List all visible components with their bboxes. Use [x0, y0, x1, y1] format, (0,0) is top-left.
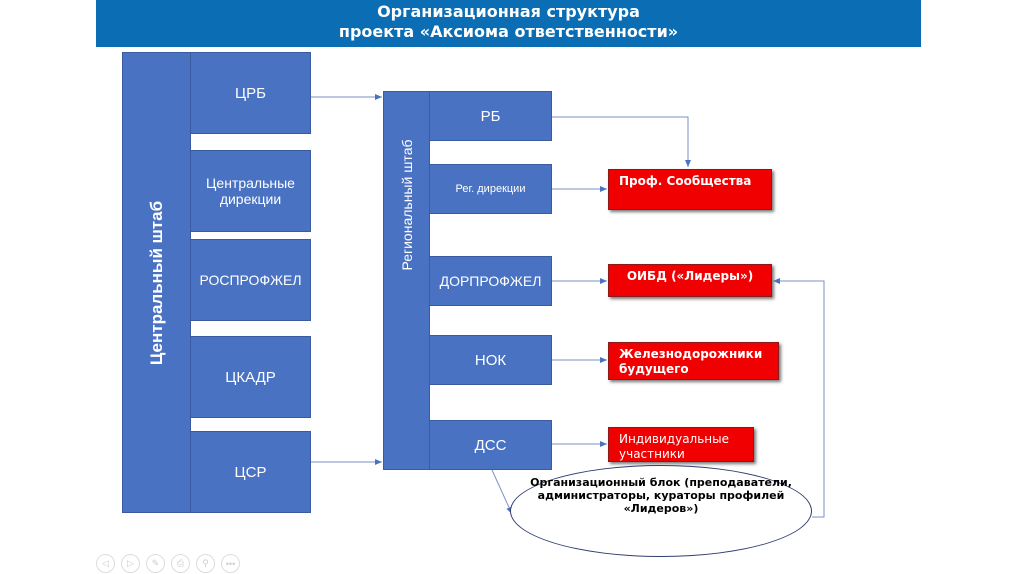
box-nok: НОК: [429, 335, 552, 385]
group-prof-communities: Проф. Сообщества: [608, 169, 772, 210]
more-icon[interactable]: •••: [221, 554, 240, 573]
slides-icon[interactable]: ⎙: [171, 554, 190, 573]
org-block-oval: Организационный блок (преподаватели, адм…: [510, 465, 812, 557]
regional-hq-label: Региональный штаб: [398, 139, 415, 271]
title-banner: Организационная структура проекта «Аксио…: [96, 0, 921, 47]
box-ckadr: ЦКАДР: [190, 336, 311, 418]
box-rosprofzhel: РОСПРОФЖЕЛ: [190, 239, 311, 321]
box-reg-directorates: Рег. дирекции: [429, 164, 552, 214]
regional-hq-column: Региональный штаб: [383, 91, 430, 470]
next-icon[interactable]: ▷: [121, 554, 140, 573]
group-future-railwaymen: Железнодорожники будущего: [608, 342, 779, 380]
title-line-1: Организационная структура: [377, 2, 640, 21]
arrow-dss-oval: [491, 469, 513, 515]
central-hq-label: Центральный штаб: [146, 200, 166, 365]
arrow-rb: [552, 116, 691, 167]
box-csr: ЦСР: [190, 431, 311, 513]
box-dss: ДСС: [429, 420, 552, 470]
slide-controls: ◁ ▷ ✎ ⎙ ⚲ •••: [96, 554, 240, 573]
group-individual-participants: Индивидуальные участники: [608, 427, 754, 462]
central-hq-column: Центральный штаб: [122, 52, 191, 513]
arrow-oval-oibd: [773, 278, 825, 518]
prev-icon[interactable]: ◁: [96, 554, 115, 573]
box-rb: РБ: [429, 91, 552, 141]
zoom-icon[interactable]: ⚲: [196, 554, 215, 573]
group-oibd-leaders: ОИБД («Лидеры»): [608, 264, 772, 297]
title-line-2: проекта «Аксиома ответственности»: [338, 22, 679, 41]
pen-icon[interactable]: ✎: [146, 554, 165, 573]
box-crb: ЦРБ: [190, 52, 311, 134]
box-dorprofzhel: ДОРПРОФЖЕЛ: [429, 256, 552, 306]
box-central-directorates: Центральные дирекции: [190, 150, 311, 232]
